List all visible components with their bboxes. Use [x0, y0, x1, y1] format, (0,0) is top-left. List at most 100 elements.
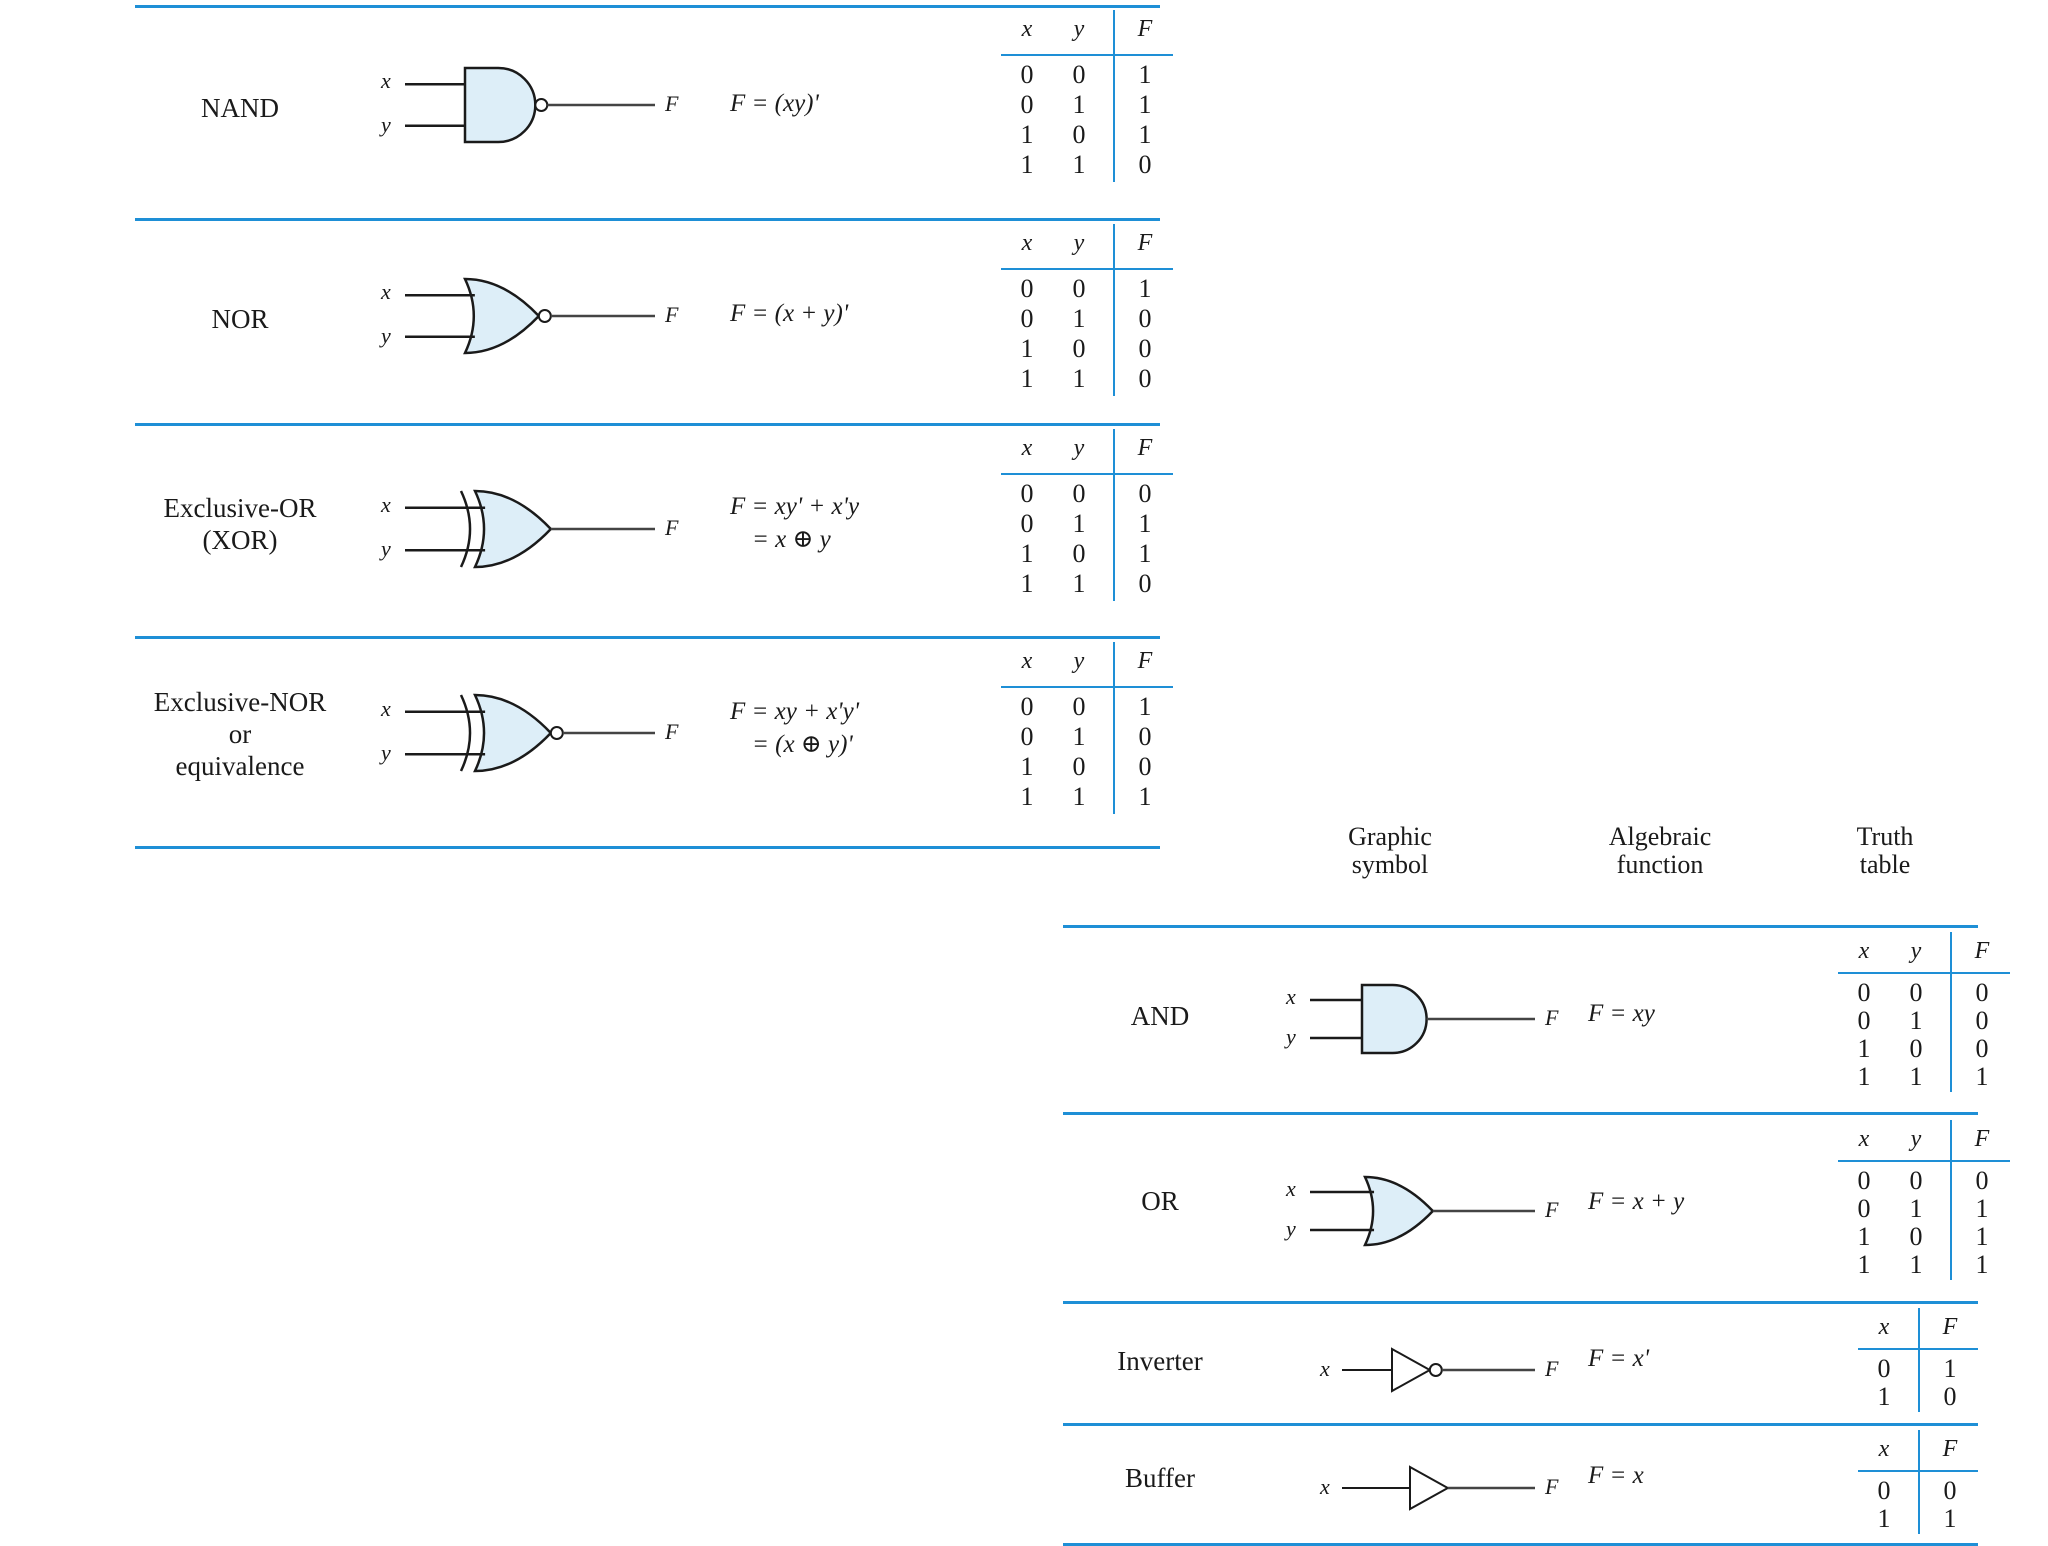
and-table-cell: 1	[1857, 1034, 1871, 1063]
xor-table-cell: 1	[1138, 539, 1152, 568]
buffer-input-x-label: x	[1320, 1474, 1330, 1499]
header-algebraic-function: Algebraic function	[1608, 822, 1712, 879]
nor-table-header-F: F	[1137, 230, 1153, 256]
or-table-cell: 1	[1857, 1222, 1871, 1251]
gate-name-xor-line1: Exclusive-OR	[163, 493, 317, 523]
header-graphic-symbol: Graphic symbol	[1348, 822, 1432, 879]
xnor-table-header-x: x	[1021, 648, 1033, 674]
and-table-cell: 1	[1857, 1062, 1871, 1091]
xor-table-cell: 1	[1138, 509, 1152, 538]
rule-nor-xor	[135, 423, 1160, 426]
gate-name-buffer: Buffer	[1125, 1463, 1195, 1493]
gate-name-xnor-line3: equivalence	[175, 751, 305, 781]
or-table-cell: 0	[1909, 1222, 1923, 1251]
buffer-table-cell: 0	[1877, 1476, 1891, 1505]
xor-table-cell: 1	[1020, 569, 1034, 598]
and-table-cell: 1	[1909, 1062, 1923, 1091]
nor-input-x-label: x	[381, 279, 391, 305]
nand-table-cell: 1	[1020, 150, 1034, 179]
xor-table-cell: 0	[1020, 509, 1034, 538]
xnor-table-cell: 1	[1020, 752, 1034, 781]
and-gate-body	[1360, 983, 1428, 1055]
or-table-header-y: y	[1910, 1126, 1922, 1152]
func-xor-line2: = x ⊕ y	[752, 526, 831, 553]
rule-xor-xnor	[135, 636, 1160, 639]
or-table-cell: 1	[1975, 1194, 1989, 1223]
nor-table-cell: 0	[1072, 334, 1086, 363]
xnor-table-cell: 0	[1072, 752, 1086, 781]
nor-table-column-rule	[1113, 224, 1115, 396]
and-input-y-label: y	[1286, 1024, 1296, 1050]
xnor-table-cell: 1	[1072, 782, 1086, 811]
nand-gate-body	[463, 66, 537, 144]
gate-name-xor-line2: (XOR)	[202, 525, 278, 555]
and-table-column-rule	[1950, 932, 1952, 1092]
header-truth-table: Truth table	[1856, 822, 1914, 879]
or-input-x-label: x	[1286, 1175, 1296, 1201]
nand-table-header-F: F	[1137, 16, 1153, 42]
inverter-inversion-bubble	[1428, 1363, 1443, 1377]
nand-table-cell: 1	[1072, 150, 1086, 179]
xor-exclusive-arc	[459, 490, 472, 568]
xnor-input-y-label: y	[381, 740, 391, 766]
func-nor: F = (x + y)'	[730, 300, 849, 327]
func-buffer: F = x	[1588, 1462, 1644, 1489]
rule-lower-header	[1063, 925, 1978, 928]
nor-table-cell: 0	[1138, 304, 1152, 333]
xor-table-header-y: y	[1073, 435, 1085, 461]
inverter-table-cell: 1	[1943, 1354, 1957, 1383]
xnor-table-cell: 0	[1020, 722, 1034, 751]
nor-table-cell: 0	[1138, 334, 1152, 363]
nand-table-header-x: x	[1021, 16, 1033, 42]
or-table-cell: 0	[1909, 1166, 1923, 1195]
buffer-table-cell: 0	[1943, 1476, 1957, 1505]
and-input-x-label: x	[1286, 983, 1296, 1009]
inverter-output-label: F	[1545, 1356, 1559, 1381]
or-table-header-F: F	[1974, 1126, 1990, 1152]
nand-table-cell: 0	[1072, 60, 1086, 89]
gate-name-or: OR	[1141, 1186, 1179, 1216]
nand-table-cell: 0	[1072, 120, 1086, 149]
and-table-cell: 0	[1975, 978, 1989, 1007]
xor-table-header-x: x	[1021, 435, 1033, 461]
func-inverter: F = x'	[1588, 1345, 1650, 1372]
and-table-cell: 1	[1975, 1062, 1989, 1091]
gate-name-xnor: Exclusive-NOR or equivalence	[135, 686, 345, 782]
rule-bottom-upper	[135, 846, 1160, 849]
gate-name-xnor-line2: or	[228, 719, 252, 749]
xnor-table-header-rule	[1001, 686, 1173, 688]
or-table-cell: 1	[1909, 1194, 1923, 1223]
gate-name-xor: Exclusive-OR (XOR)	[135, 492, 345, 556]
buffer-table-header-x: x	[1878, 1436, 1890, 1462]
and-table-header-F: F	[1974, 938, 1990, 964]
nor-gate-body	[463, 277, 541, 355]
xor-gate-body	[473, 489, 553, 569]
nor-table-cell: 0	[1138, 364, 1152, 393]
gate-name-xnor-line1: Exclusive-NOR	[153, 687, 327, 717]
or-input-y-label: y	[1286, 1216, 1296, 1242]
func-xor-line1: F = xy' + x'y	[730, 493, 860, 520]
inverter-table-header-x: x	[1878, 1314, 1890, 1340]
inverter-table-column-rule	[1918, 1308, 1920, 1412]
buffer-table-header-F: F	[1942, 1436, 1958, 1462]
or-table-cell: 0	[1857, 1166, 1871, 1195]
xor-input-x-label: x	[381, 491, 391, 517]
or-table-cell: 0	[1857, 1194, 1871, 1223]
xnor-table-cell: 0	[1138, 752, 1152, 781]
or-table-header-rule	[1838, 1160, 2010, 1162]
nor-inversion-bubble	[537, 309, 552, 323]
xnor-table-cell: 1	[1138, 692, 1152, 721]
xor-table-cell: 1	[1020, 539, 1034, 568]
func-or: F = x + y	[1588, 1188, 1685, 1215]
rule-and-or	[1063, 1112, 1978, 1115]
nor-table-cell: 1	[1072, 304, 1086, 333]
nand-table-cell: 1	[1072, 90, 1086, 119]
inverter-table-cell: 0	[1943, 1382, 1957, 1411]
xor-input-y-label: y	[381, 536, 391, 562]
xor-table-cell: 1	[1072, 569, 1086, 598]
xnor-table-cell: 1	[1138, 782, 1152, 811]
rule-inverter-buffer	[1063, 1423, 1978, 1426]
and-table-cell: 0	[1975, 1034, 1989, 1063]
